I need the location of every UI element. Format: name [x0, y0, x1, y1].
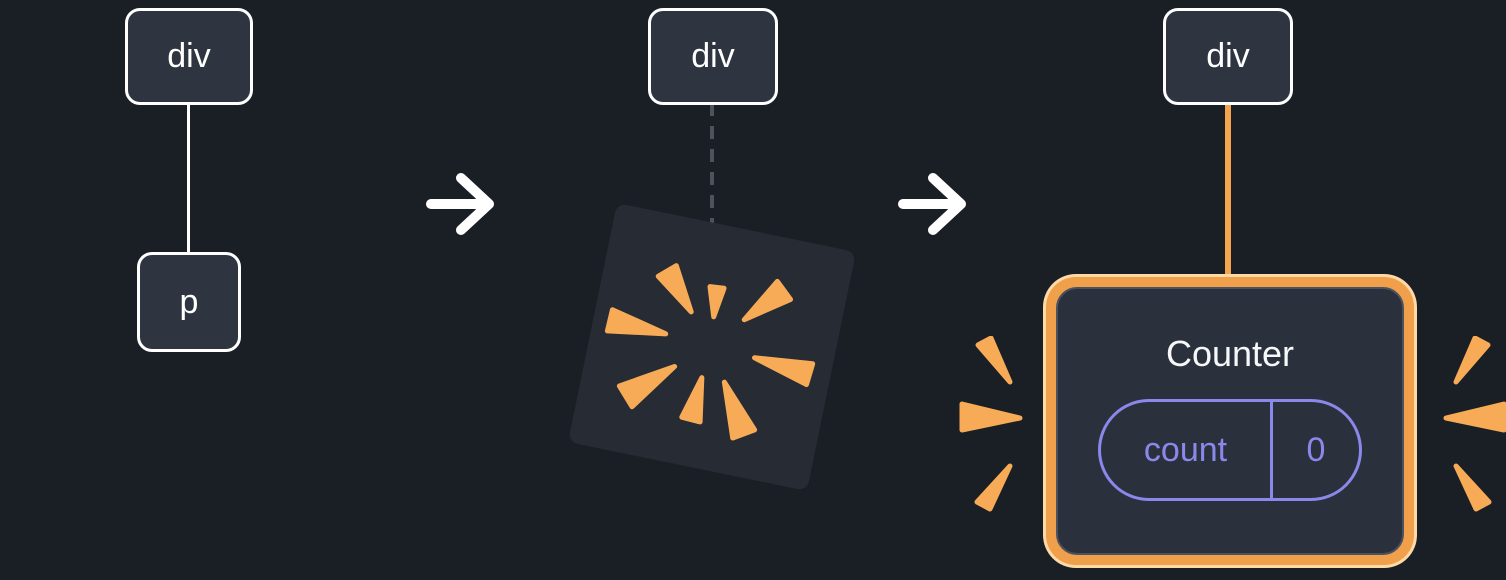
state-value: 0 — [1270, 402, 1359, 498]
component-title: Counter — [1165, 333, 1295, 374]
dom-node-div: div — [648, 8, 778, 105]
counter-component-body: Counter count 0 — [1056, 287, 1404, 555]
counter-component: Counter count 0 — [1046, 277, 1414, 565]
exploding-block — [567, 202, 857, 492]
detached-connector-dashed-line — [710, 103, 714, 225]
dom-node-div: div — [125, 8, 253, 105]
spark-left-icon — [959, 336, 1023, 512]
right-arrow-icon — [898, 173, 966, 235]
right-arrow-icon — [426, 173, 494, 235]
spark-right-icon — [1443, 336, 1506, 512]
dom-node-label: p — [179, 282, 199, 321]
react-root-connector-line — [1225, 100, 1231, 280]
dom-node-label: div — [1206, 37, 1250, 75]
spark-burst-icon — [604, 263, 816, 441]
dom-node-p: p — [137, 252, 241, 352]
dom-node-div: div — [1163, 8, 1293, 105]
state-key-label: count — [1143, 430, 1228, 469]
dom-node-label: div — [691, 37, 735, 75]
state-pill: count 0 — [1098, 399, 1362, 501]
tree-connector-line — [187, 100, 190, 260]
dom-node-label: div — [167, 37, 211, 75]
